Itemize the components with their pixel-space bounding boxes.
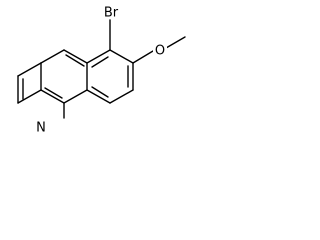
bond — [63, 49, 88, 64]
bond — [17, 89, 42, 104]
oxygen-label: O — [155, 44, 165, 59]
bond — [17, 62, 42, 77]
benzene-ring — [86, 49, 134, 104]
double-bond-line — [44, 87, 63, 99]
bond — [86, 89, 111, 104]
bromine-label: Br — [104, 6, 119, 21]
bond — [109, 89, 134, 104]
nitrogen-label: N — [36, 121, 46, 136]
methyl-bond — [165, 36, 186, 49]
pyridine-ring — [17, 49, 88, 104]
atom-labels: Br O N — [33, 6, 167, 136]
substituents — [109, 19, 186, 64]
double-bond-line — [65, 54, 85, 67]
bond — [40, 89, 65, 104]
methoxy-o-bond — [132, 50, 154, 64]
structure-diagram: Br O N — [17, 6, 186, 136]
double-bond-line — [91, 86, 109, 98]
bond — [63, 89, 88, 104]
bond — [40, 49, 65, 64]
bond — [109, 49, 134, 64]
bond — [86, 49, 111, 64]
double-bond-line — [91, 56, 109, 68]
